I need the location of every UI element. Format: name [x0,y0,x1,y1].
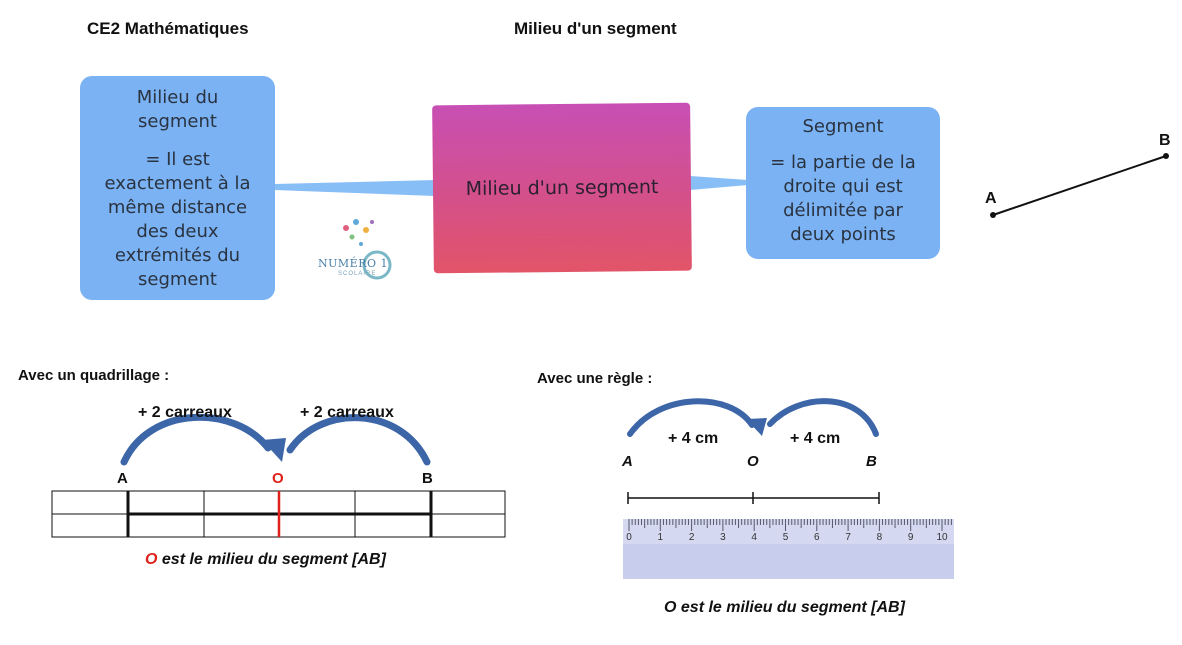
regle-title: Avec une règle : [537,370,653,387]
segment-ab [992,155,1167,216]
ruler-tick-label: 4 [751,532,757,543]
ruler-tick-label: 2 [688,532,695,543]
central-topic-label: Milieu d'un segment [465,175,659,201]
ruler-tick-label: 0 [626,532,632,543]
point-a-dot [990,212,996,218]
ruler-tick-label: 5 [782,532,789,543]
segment-label-a: A [985,190,997,207]
segment-definition-title: Segment [802,116,884,137]
quad-arcs [120,413,431,466]
regle-arcs [627,398,879,437]
milieu-definition-body: = Il est exactement à la même distance d… [104,149,251,290]
quad-caption: O est le milieu du segment [AB] [145,551,386,569]
segment-definition-body: = la partie de la droite qui est délimit… [770,152,916,245]
point-b-dot [1163,153,1169,159]
ruler-tick-label: 6 [814,532,820,543]
page-title: Milieu d'un segment [514,19,677,38]
milieu-definition-box: Milieu du segment = Il est exactement à … [80,76,275,300]
quad-caption-rest: est le milieu du segment [AB] [157,551,386,568]
logo-icon [343,219,392,280]
regle-label-a: A [622,453,633,470]
quadrillage-title: Avec un quadrillage : [18,367,170,384]
logo-subtext: SCOLAIRE [338,271,377,277]
ruler-tick-label: 1 [657,532,664,543]
regle-label-o: O [747,453,759,470]
ruler-tick-label: 3 [720,532,726,543]
quad-label-a: A [117,470,128,487]
ruler-tick-label: 10 [936,532,948,543]
ruler-tick-label: 8 [876,532,883,543]
ruler-tick-label: 9 [907,532,914,543]
ruler-tick-label: 7 [845,532,851,543]
regle-arc-right-label: + 4 cm [790,430,841,447]
regle-arc-left-label: + 4 cm [668,430,719,447]
ruler [623,519,954,579]
quad-arrowhead [262,438,286,462]
connector-right [690,176,748,190]
quad-label-b: B [422,470,433,487]
regle-label-b: B [866,453,877,470]
logo-text: NUMÉRO 1 [318,257,388,270]
milieu-definition-title: Milieu du segment [136,87,219,132]
connector-left [274,180,435,196]
central-topic-box: Milieu d'un segment [432,102,692,274]
segment-definition-box: Segment = la partie de la droite qui est… [746,107,940,259]
regle-caption: O est le milieu du segment [AB] [664,599,905,616]
quad-caption-o: O [145,551,158,568]
subject-title: CE2 Mathématiques [87,19,249,38]
segment-label-b: B [1159,132,1171,149]
quad-label-o: O [272,470,284,487]
quad-arc-left-label: + 2 carreaux [138,404,232,421]
regle-arrowhead [746,418,767,436]
quad-arc-right-label: + 2 carreaux [300,404,394,421]
